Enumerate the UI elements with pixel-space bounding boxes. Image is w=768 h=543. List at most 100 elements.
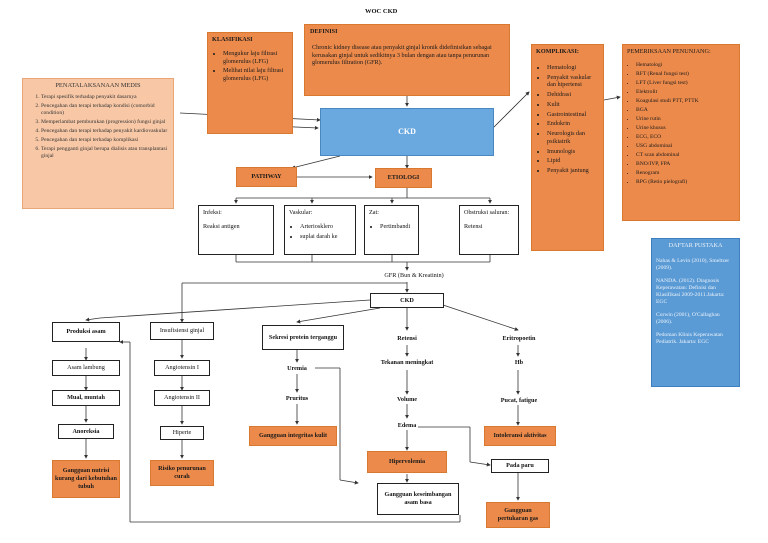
list-item: Terapi spesifik terhadap penyakit dasarn… [41, 94, 169, 101]
hiperte-box: Hiperte [160, 426, 204, 440]
list-item: Endokrin [547, 120, 599, 128]
komplikasi-list: Hematologi Penyakit vaskular dan hiperte… [536, 64, 599, 175]
gfr-label: GFR (Bun & Kreatinin) [384, 272, 444, 279]
klasifikasi-list: Mengukur laju filtrasi glomerulus (LFG) … [212, 50, 288, 83]
pemeriksaan-heading: PEMERIKSAAN PENUNJANG: [627, 48, 711, 55]
angiotensin-2-box: Angiotensin II [154, 390, 210, 406]
reference-item: Pedoman Klinis Keperawatan Pediatrik. Ja… [656, 331, 723, 345]
list-item: Dehidrasi [547, 91, 599, 99]
list-item: LFT (Liver fungsi test) [636, 80, 735, 87]
produksi-asam-box: Produksi asam [52, 322, 120, 342]
list-item: Urine khusus [636, 125, 735, 132]
pucat-fatigue-label: Pucat, fatigue [500, 396, 538, 404]
ckd-main-box: CKD [320, 108, 494, 156]
list-item: Pertimbandi [380, 223, 414, 231]
list-item: USG abdominal [636, 143, 735, 150]
angiotensin-1-box: Angiotensin I [154, 360, 210, 376]
definisi-heading: DEFINISI [310, 28, 338, 35]
list-item: Gastrointestinal [547, 111, 599, 119]
list-item: Urine rutin [636, 116, 735, 123]
eritropoetin-label: Eritropoetin [502, 335, 536, 343]
definisi-text: Chronic kidney disease atau penyakit gin… [312, 43, 492, 67]
daftar-pustaka-box: DAFTAR PUSTAKA Nahas & Levin (2010), Sme… [651, 238, 740, 387]
pruritus-label: Pruritus [285, 394, 309, 402]
list-item: Melihat nilai laju filtrasi glomerulus (… [223, 67, 288, 83]
infeksi-box: Infeksi: Reaksi antigen [198, 205, 274, 255]
ckd-second-box: CKD [370, 293, 444, 308]
volume-label: Volume [396, 395, 418, 403]
sekresi-protein-box: Sekresi protein terganggu [262, 325, 344, 350]
list-item: Pencegahan dan terapi terhadap penyakit … [41, 128, 169, 135]
infeksi-text: Reaksi antigen [203, 222, 240, 230]
penatalaksanaan-box: PENATALAKSANAAN MEDIS Terapi spesifik te… [22, 78, 174, 209]
list-item: Penyakit vaskular dan hipertensi [547, 74, 599, 90]
penatalaksanaan-heading: PENATALAKSANAAN MEDIS [55, 82, 141, 89]
risiko-penurunan-box: Risiko penurunan curah [150, 460, 214, 486]
list-item: suplai darah ke [300, 233, 351, 241]
pemeriksaan-box: PEMERIKSAAN PENUNJANG: Hematologi RFT (R… [622, 44, 740, 221]
list-item: Imunologis [547, 148, 599, 156]
list-item: Pencegahan dan terapi terhadap komplikas… [41, 137, 169, 144]
hipervolemia-box: Hipervolemia [367, 451, 447, 473]
reference-item: Corwin (2001), O'Callaghan (2006). [656, 311, 720, 325]
list-item: Pencegahan dan terapi terhadap kondisi (… [41, 103, 169, 117]
list-item: Terapi pengganti ginjal berupa dialisis … [41, 146, 169, 160]
edema-label: Edema [397, 421, 417, 429]
page-title: WOC CKD [365, 8, 398, 15]
gangguan-pertukaran-gas-box: Gangguan pertukaran gas [486, 502, 550, 528]
list-item: Kulit [547, 101, 599, 109]
insufisiensi-box: Insufisiensi ginjal [150, 322, 214, 340]
list-item: Hematologi [636, 62, 735, 69]
vaskular-heading: Vaskular: [289, 209, 313, 216]
zat-list: Pertimbandi [369, 223, 414, 231]
list-item: BGA [636, 107, 735, 114]
retensi-label: Retensi [397, 335, 417, 343]
mual-muntah-box: Mual, muntah [52, 390, 120, 406]
daftar-pustaka-heading: DAFTAR PUSTAKA [668, 242, 723, 249]
intoleransi-aktivitas-box: Intoleransi aktivitas [484, 426, 556, 446]
list-item: Renogram [636, 170, 735, 177]
list-item: Lipid [547, 157, 599, 165]
vaskular-list: Arteriosklero suplai darah ke [289, 223, 351, 241]
list-item: RPG (Retio pielografi) [636, 179, 735, 186]
reference-item: NANDA. (2012). Diagnosis Keperawatan: De… [656, 277, 725, 305]
gangguan-keseimbangan-box: Gangguan keseimbangan asam basa [377, 483, 459, 515]
gangguan-nutrisi-box: Gangguan nutrisi kurang dari kebutuhan t… [52, 460, 120, 498]
obstruksi-box: Obstruksi saluran: Retensi [459, 205, 519, 255]
klasifikasi-heading: KLASIFIKASI [212, 36, 253, 43]
hb-label: Hb [514, 359, 524, 367]
list-item: Penyakit jantung [547, 167, 599, 175]
zat-box: Zat: Pertimbandi [364, 205, 419, 255]
gangguan-integritas-box: Gangguan integritas kulit [249, 426, 337, 446]
klasifikasi-box: KLASIFIKASI Mengukur laju filtrasi glome… [207, 32, 293, 134]
list-item: RFT (Renal fungsi test) [636, 71, 735, 78]
tekanan-label: Tekanan meningkat [380, 359, 434, 367]
zat-heading: Zat: [369, 209, 379, 216]
definisi-box: DEFINISI Chronic kidney disease atau pen… [304, 24, 510, 96]
list-item: Memperlambat pemburukan (progression) fu… [41, 119, 169, 126]
asam-lambung-box: Asam lambung [52, 360, 120, 376]
reference-item: Nahas & Levin (2010), Smeltzer (2009). [656, 257, 730, 271]
obstruksi-heading: Obstruksi saluran: [464, 209, 510, 216]
list-item: Neurologis dan psikiatrik [547, 130, 599, 146]
komplikasi-heading: KOMPLIKASI: [536, 48, 579, 55]
anoreksia-box: Anoreksia [58, 424, 114, 439]
list-item: CT scan abdominal [636, 152, 735, 159]
list-item: Koagulasi studi PTT, PTTK [636, 98, 735, 105]
list-item: Hematologi [547, 64, 599, 72]
infeksi-heading: Infeksi: [203, 209, 222, 216]
pathway-box: PATHWAY [236, 167, 297, 187]
list-item: Arteriosklero [300, 223, 351, 231]
obstruksi-text: Retensi [464, 222, 483, 230]
etiologi-box: ETIOLOGI [375, 168, 432, 188]
list-item: Elektrolit [636, 89, 735, 96]
list-item: BNO/IVP, FPA [636, 161, 735, 168]
uremia-label: Uremia [287, 364, 307, 372]
pada-paru-box: Pada paru [491, 459, 549, 473]
pemeriksaan-list: Hematologi RFT (Renal fungsi test) LFT (… [627, 62, 735, 186]
list-item: ECG, ECO [636, 134, 735, 141]
komplikasi-box: KOMPLIKASI: Hematologi Penyakit vaskular… [531, 44, 604, 251]
vaskular-box: Vaskular: Arteriosklero suplai darah ke [284, 205, 356, 255]
penatalaksanaan-list: Terapi spesifik terhadap penyakit dasarn… [27, 94, 169, 160]
